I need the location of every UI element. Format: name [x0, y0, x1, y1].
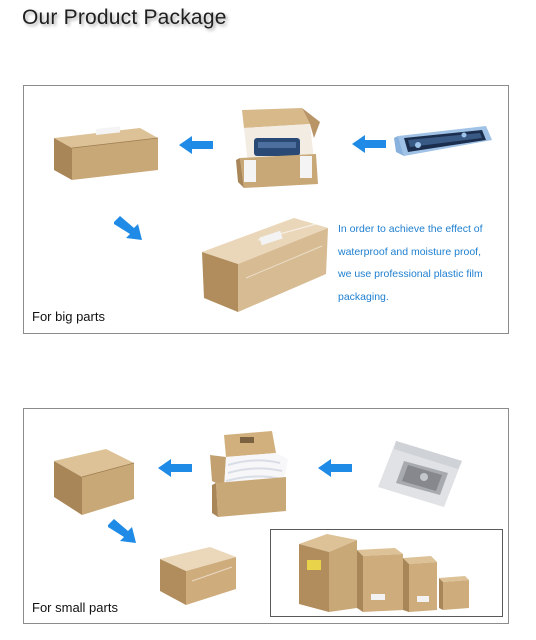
big-parts-panel: In order to achieve the effect of waterp…: [23, 85, 509, 334]
part-in-plastic-bag-image: [378, 439, 464, 509]
big-parts-label: For big parts: [32, 309, 105, 324]
film-wrapped-box-image: [198, 218, 330, 314]
note-line: waterproof and moisture proof,: [338, 245, 481, 258]
note-line: In order to achieve the effect of: [338, 223, 483, 235]
arrow-down-right-icon: [112, 216, 146, 242]
closed-small-box-image: [50, 445, 136, 517]
closed-shipping-box-image: [48, 124, 160, 182]
open-box-with-part-image: [236, 108, 320, 190]
note-line: packaging.: [338, 290, 389, 303]
arrow-left-icon: [318, 459, 352, 477]
arrow-down-right-icon: [106, 519, 140, 545]
arrow-left-icon: [352, 135, 386, 153]
small-parts-label: For small parts: [32, 600, 118, 615]
film-wrapped-small-box-image: [156, 545, 238, 607]
stacked-boxes-photo: [270, 529, 503, 617]
page-title: Our Product Package: [22, 6, 227, 29]
arrow-left-icon: [158, 459, 192, 477]
arrow-left-icon: [179, 136, 213, 154]
small-parts-panel: For small parts: [23, 408, 509, 624]
part-in-plastic-wrap-image: [394, 122, 494, 162]
note-line: we use professional plastic film: [338, 268, 483, 280]
packaging-note: In order to achieve the effect of waterp…: [338, 218, 506, 308]
open-box-with-foam-image: [210, 431, 290, 519]
